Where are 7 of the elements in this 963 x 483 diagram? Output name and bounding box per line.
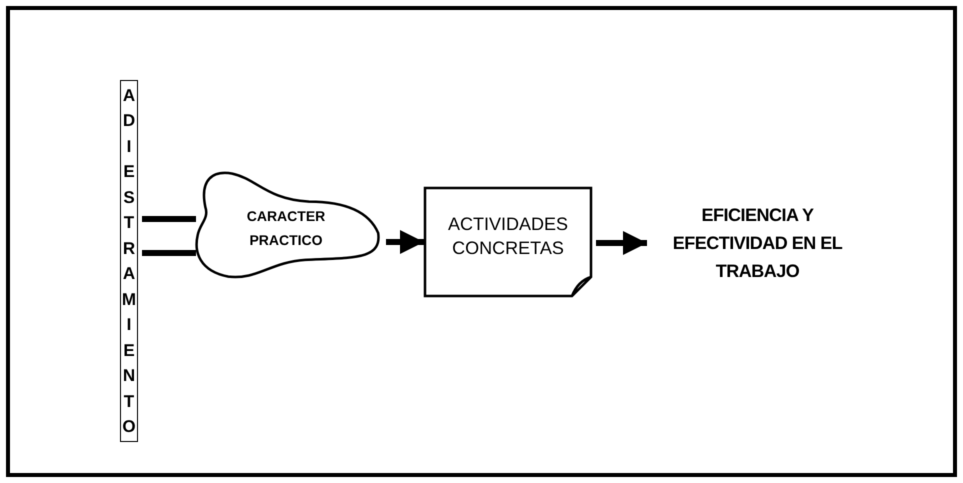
- shape-label: CARACTER PRACTICO: [246, 207, 326, 250]
- box-label: ACTIVIDADES CONCRETAS: [446, 213, 570, 260]
- connector-arrow: [386, 230, 424, 254]
- outcome-label: EFICIENCIA Y EFECTIVIDAD EN EL TRABAJO: [672, 204, 844, 283]
- vertical-label: ADIESTRAMIENTO: [121, 84, 137, 438]
- connector-arrow: [596, 231, 647, 255]
- document-box: [424, 187, 592, 297]
